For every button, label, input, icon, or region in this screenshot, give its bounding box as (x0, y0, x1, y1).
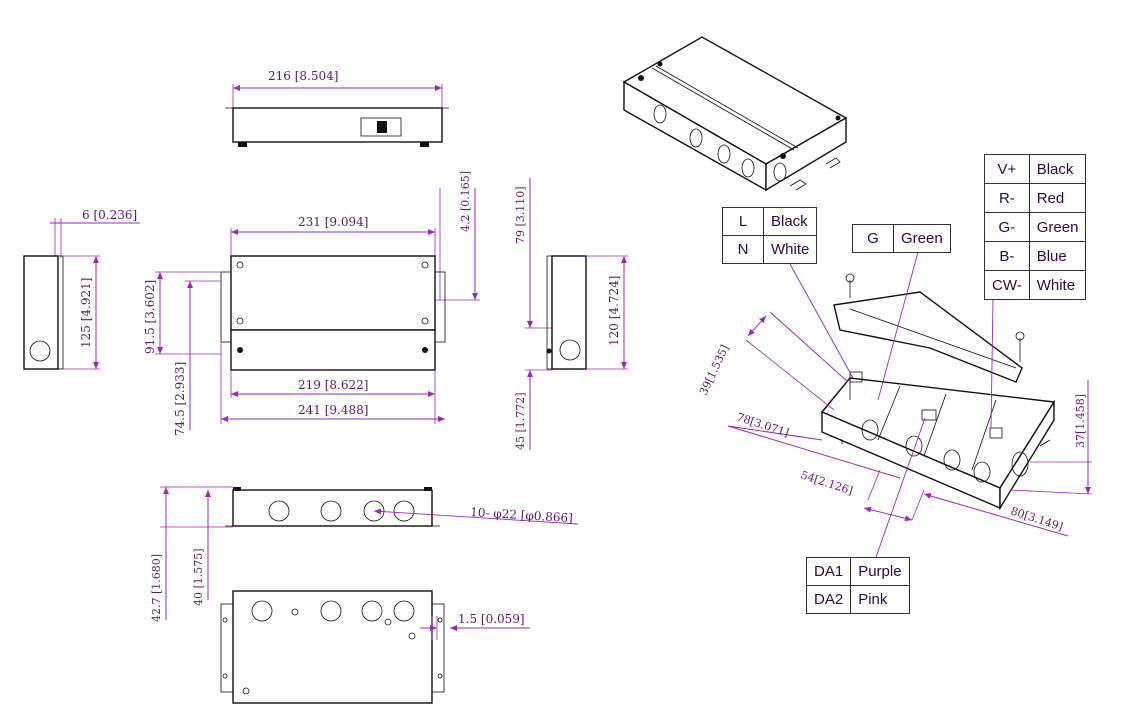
legend-key: B- (984, 241, 1030, 271)
legend-row: CW- White (984, 270, 1087, 300)
dim-iso-54: 54[2.126] (799, 468, 854, 497)
dim-front-outer-width: 241 [9.488] (298, 403, 368, 417)
dim-height-inner: 40 [1.575] (192, 548, 205, 606)
legend-key: R- (984, 183, 1030, 213)
legend-value: Black (762, 207, 818, 236)
legend-value: Blue (1028, 241, 1087, 271)
legend-leaders (789, 251, 994, 561)
legend-value: White (762, 235, 818, 264)
isometric-closed-box (622, 36, 848, 192)
bottom-elevation-view: 10- φ22 [φ0.866] 42.7 [1.680] 40 [1.575] (150, 486, 579, 622)
legend-value: Red (1028, 183, 1087, 213)
isometric-open-box (820, 273, 1056, 511)
dim-iso-80: 80[3.149] (1009, 504, 1064, 533)
legend-row: DA1 Purple (805, 557, 910, 586)
dim-front-inner-width: 219 [8.622] (298, 378, 368, 392)
legend-value: Green (1028, 212, 1087, 242)
dim-flange: 1.5 [0.059] (458, 612, 525, 626)
dimming-wire-legend: DA1 Purple DA2 Pink (805, 557, 910, 614)
legend-value: White (1028, 270, 1087, 300)
dim-right-height: 120 [4.724] (607, 276, 621, 346)
legend-row: DA2 Pink (805, 585, 910, 614)
dim-top-width: 216 [8.504] (268, 69, 338, 83)
legend-row: B- Blue (984, 241, 1087, 271)
dim-iso-39: 39[1.535] (697, 343, 732, 398)
led-wire-legend: V+ Black R- Red G- Green B- Blue CW- Whi… (984, 154, 1087, 300)
dim-front-height-lower: 74.5 [2.933] (173, 362, 187, 436)
legend-value: Purple (850, 557, 910, 586)
dim-right-upper: 79 [3.110] (514, 186, 527, 244)
legend-row: R- Red (984, 183, 1087, 213)
legend-key: G (852, 224, 894, 253)
legend-row: G- Green (984, 212, 1087, 242)
legend-key: N (722, 235, 764, 264)
legend-key: G- (984, 212, 1030, 242)
legend-key: DA2 (805, 585, 852, 614)
legend-key: CW- (984, 270, 1030, 300)
legend-row: L Black (722, 207, 818, 236)
legend-row: V+ Black (984, 154, 1087, 184)
front-view: 231 [9.094] 4.2 [0.165] 91.5 [3.602] 74.… (143, 171, 480, 436)
legend-value: Green (893, 224, 951, 253)
legend-value: Black (1028, 154, 1087, 184)
legend-value: Pink (850, 585, 910, 614)
ground-wire-legend: G Green (852, 224, 951, 253)
dim-side-tab: 6 [0.236] (82, 208, 137, 222)
dim-side-height: 125 [4.921] (79, 278, 93, 348)
legend-row: N White (722, 235, 818, 264)
right-side-view: 79 [3.110] 45 [1.772] 120 [4.724] (514, 178, 628, 450)
dim-front-width: 231 [9.094] (298, 215, 368, 229)
top-view: 216 [8.504] (225, 69, 449, 147)
legend-key: L (722, 207, 764, 236)
dim-right-lower: 45 [1.772] (514, 392, 527, 450)
legend-key: V+ (984, 154, 1030, 184)
dim-height-outer: 42.7 [1.680] (150, 554, 163, 622)
bottom-plan-view: 1.5 [0.059] (220, 590, 530, 704)
dim-iso-78: 78[3.071] (735, 410, 790, 439)
left-side-view: 6 [0.236] 125 [4.921] (23, 208, 140, 370)
dim-iso-37: 37[1.458] (1074, 394, 1087, 448)
dim-knockouts: 10- φ22 [φ0.866] (470, 505, 573, 525)
legend-row: G Green (852, 224, 951, 253)
dim-front-height-total: 91.5 [3.602] (143, 280, 157, 354)
line-wire-legend: L Black N White (722, 207, 818, 264)
dim-front-tab: 4.2 [0.165] (459, 171, 472, 232)
legend-key: DA1 (805, 557, 852, 586)
